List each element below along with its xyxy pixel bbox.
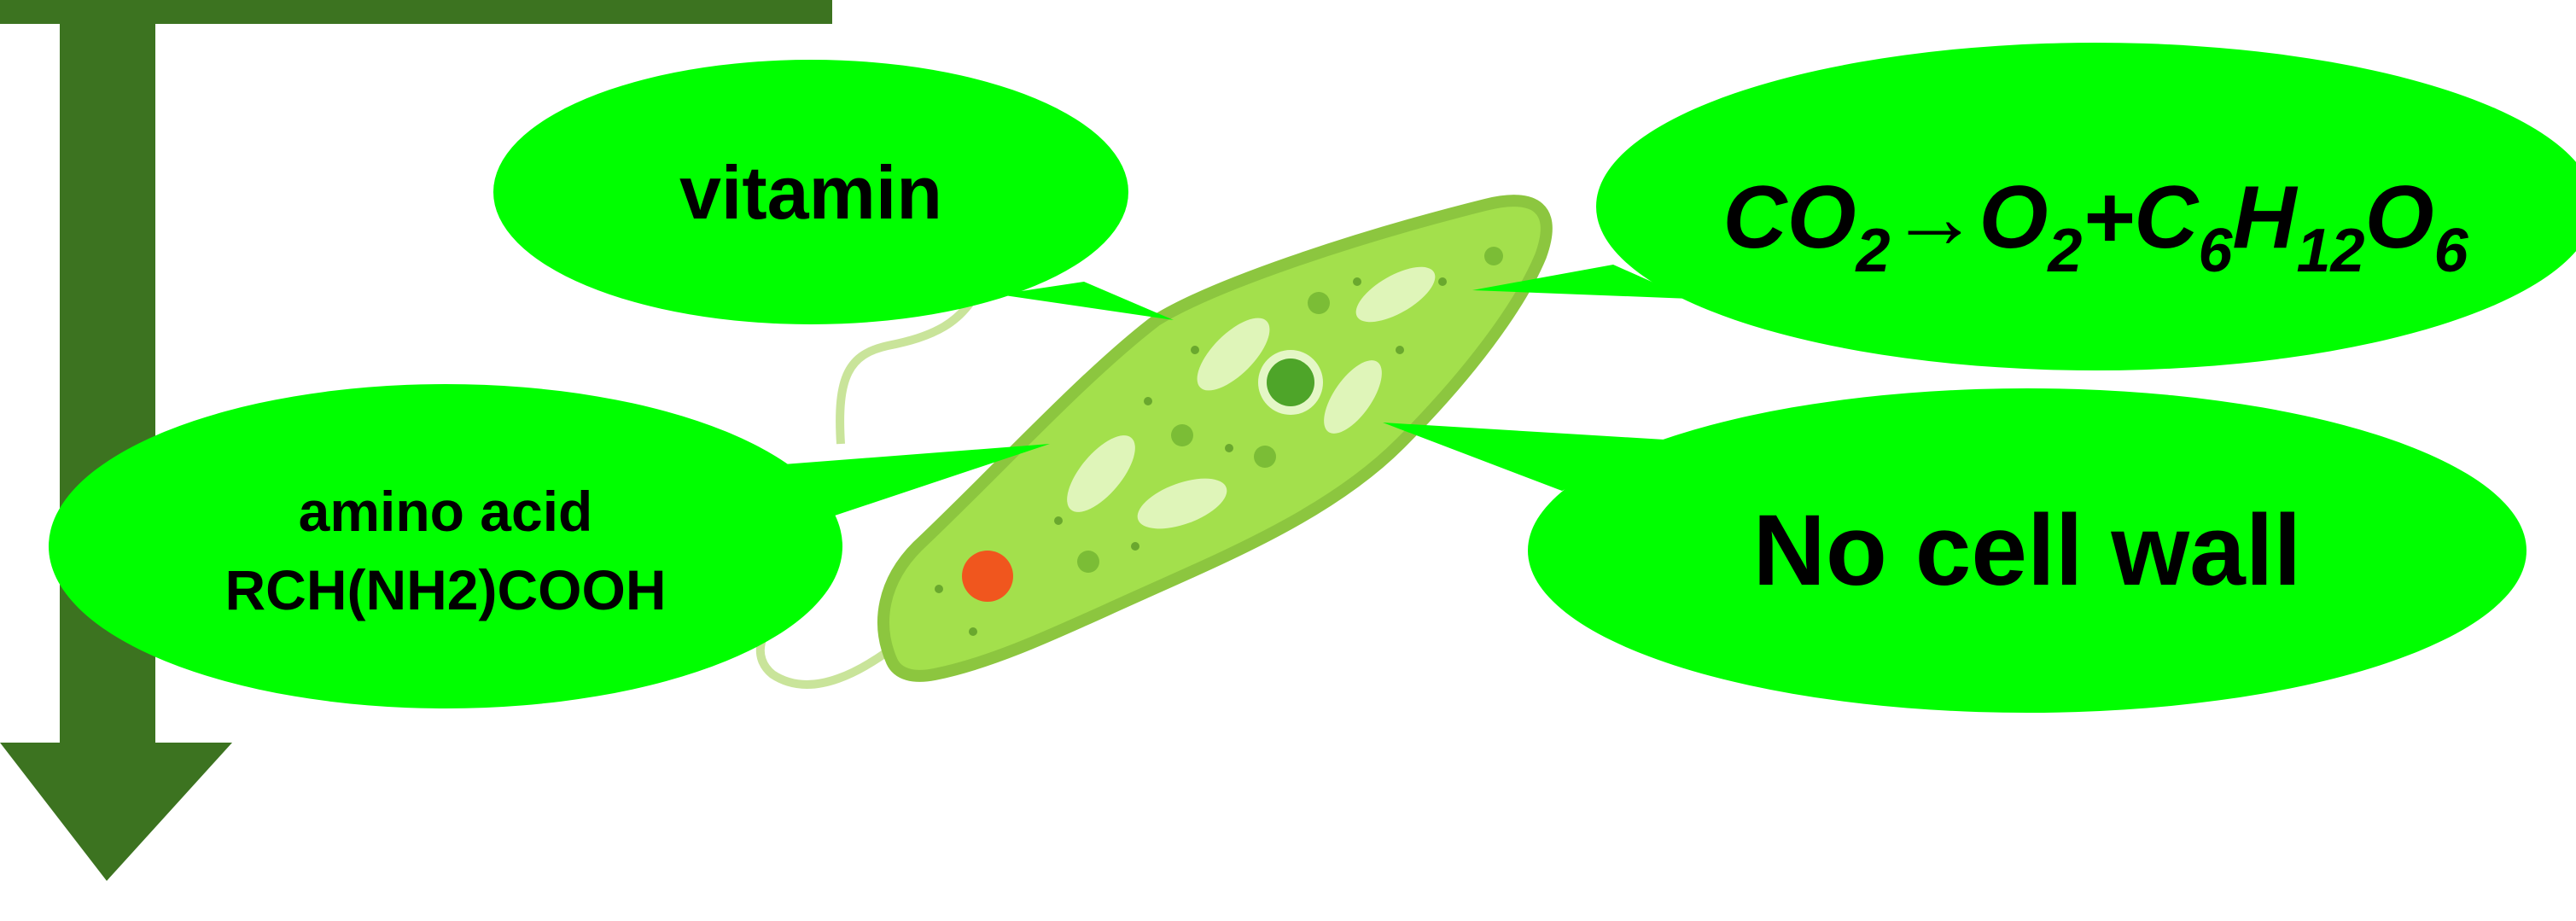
granule (1225, 444, 1233, 452)
granule (1171, 424, 1193, 446)
granule (1353, 277, 1361, 286)
cell-wall-label: No cell wall (1753, 494, 2302, 607)
callout-cell-wall: No cell wall (1383, 388, 2526, 713)
granule (969, 627, 977, 636)
granule (1438, 277, 1447, 286)
eq-plus-c: +C (2082, 168, 2200, 267)
granule (935, 585, 943, 593)
granule (1191, 346, 1199, 354)
granule (1308, 292, 1330, 314)
callout-bubble (49, 384, 842, 708)
eyespot (962, 551, 1013, 602)
granule (1144, 397, 1152, 405)
eq-arrow-o: →O (1891, 168, 2049, 267)
amino-acid-formula: RCH(NH2)COOH (225, 558, 667, 621)
granule (1131, 542, 1139, 551)
eq-sub: 6 (2433, 217, 2468, 285)
granule (1077, 551, 1099, 573)
eq-sub: 2 (2046, 217, 2082, 285)
eq-h: H (2232, 168, 2298, 267)
vitamin-label: vitamin (679, 150, 942, 235)
eq-sub: 6 (2198, 217, 2233, 285)
eq-sub: 12 (2296, 217, 2364, 285)
callout-photosynthesis: CO2→O2+C6H12O6 (1472, 43, 2576, 370)
nucleus (1267, 358, 1314, 406)
eq-sub: 2 (1854, 217, 1890, 285)
granule (1484, 247, 1503, 265)
eq-co: CO (1722, 168, 1856, 267)
eq-o: O (2365, 168, 2434, 267)
callout-vitamin: vitamin (493, 60, 1174, 324)
arrow-head (0, 743, 232, 881)
granule (1396, 346, 1404, 354)
amino-acid-label: amino acid (299, 480, 593, 543)
granule (1054, 516, 1063, 525)
granule (1254, 446, 1276, 468)
